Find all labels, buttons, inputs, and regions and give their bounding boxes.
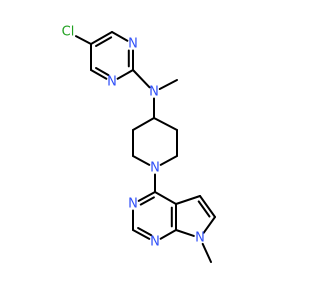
bond-C19-C20 xyxy=(175,195,201,205)
bond-line-inner xyxy=(197,200,211,218)
bond-C21-N22 xyxy=(202,216,216,234)
bond-line xyxy=(154,191,177,205)
atom-label-n17: N xyxy=(150,235,160,250)
bond-C19-C14 xyxy=(154,191,177,205)
bond-line xyxy=(153,117,178,131)
bond-C20-C21 xyxy=(197,195,216,218)
bond-line xyxy=(116,69,134,80)
bond-line xyxy=(90,69,108,80)
bond-C1-C2 xyxy=(90,31,113,47)
atom-label-cl: Cl xyxy=(62,25,75,40)
atom-label-n3: N xyxy=(128,37,138,52)
bond-line-inner xyxy=(95,36,113,47)
bond-C10-N11 xyxy=(159,155,178,166)
bond-C16-N17 xyxy=(132,226,153,240)
bond-line xyxy=(175,229,195,237)
bond-C4-N5 xyxy=(116,69,134,80)
bond-N7-Me1 xyxy=(158,79,178,90)
bond-line xyxy=(159,155,178,166)
bond-line-inner xyxy=(137,226,153,237)
bond-C4-N7 xyxy=(132,69,151,89)
chemical-structure-diagram: N N ClN N N N N xyxy=(0,0,300,300)
bond-N17-C18 xyxy=(159,229,177,240)
bond-C2-N3 xyxy=(111,31,129,42)
diagram-background xyxy=(0,0,300,300)
bond-line xyxy=(111,31,129,42)
atom-label-layer: N N ClN N N N N xyxy=(62,25,205,250)
atom-label-n7: N xyxy=(149,85,159,100)
atom-label-n5: N xyxy=(107,75,117,90)
bond-line xyxy=(74,35,92,45)
bond-C1-Cl xyxy=(74,35,92,45)
bond-layer xyxy=(74,31,216,263)
bond-line xyxy=(201,242,212,263)
bond-line xyxy=(90,31,113,45)
atom-label-n11: N xyxy=(150,161,160,176)
bond-line xyxy=(158,79,178,90)
bond-line-inner xyxy=(95,67,110,77)
bond-line xyxy=(132,69,151,89)
bond-line xyxy=(132,155,151,166)
bond-line xyxy=(159,229,177,240)
bond-C8-C9 xyxy=(153,117,178,131)
bond-N22-Me2 xyxy=(201,242,212,263)
bond-line xyxy=(175,195,201,205)
bond-N3-C4 xyxy=(127,49,134,71)
bond-line xyxy=(132,229,151,240)
bond-line xyxy=(199,195,216,218)
bond-line xyxy=(137,191,156,202)
bond-C18-C19 xyxy=(170,203,177,231)
atom-label-n22: N xyxy=(195,231,205,246)
bond-line xyxy=(202,216,216,234)
atom-label-n15: N xyxy=(128,197,138,212)
bond-line-inner xyxy=(139,196,155,206)
bond-line xyxy=(132,117,155,131)
bond-N11-C12 xyxy=(132,155,151,166)
bond-C13-C8 xyxy=(132,117,155,131)
bond-C14-N15 xyxy=(137,191,156,206)
bond-N5-C6 xyxy=(90,67,110,80)
bond-N22-C18 xyxy=(175,229,195,237)
